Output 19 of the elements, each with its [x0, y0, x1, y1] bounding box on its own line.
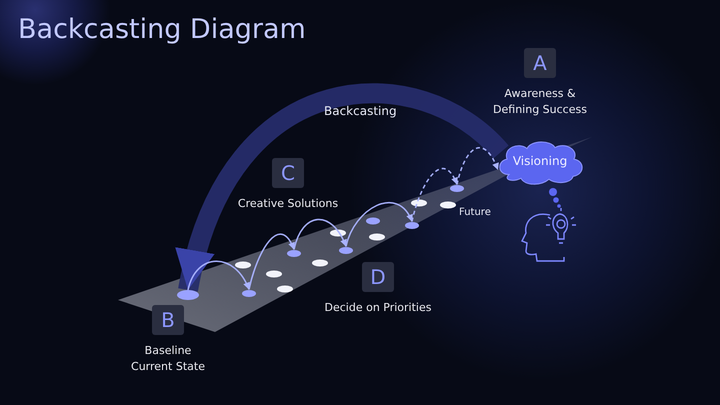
hop-arrow: [411, 168, 458, 222]
step-letter: C: [272, 158, 304, 188]
step-label: Baseline Current State: [130, 343, 206, 375]
edge-label: Backcasting: [324, 104, 397, 118]
hop-arrow: [187, 260, 250, 290]
direction-label: Future: [459, 207, 491, 218]
step-label: Creative Solutions: [238, 196, 338, 212]
hop-arrow: [345, 202, 413, 247]
title: Backcasting Diagram: [18, 14, 306, 45]
hop-arrow: [293, 218, 347, 250]
step-letter: D: [362, 262, 394, 292]
cloud-label: Visioning: [512, 154, 568, 168]
curved-arrow: [178, 84, 508, 292]
hop-arrow: [456, 147, 499, 185]
step-label: Decide on Priorities: [324, 300, 432, 316]
step-label: Awareness & Defining Success: [492, 86, 588, 118]
step-letter: B: [152, 305, 184, 335]
step-letter: A: [524, 48, 556, 78]
hop-arrow: [248, 234, 295, 290]
